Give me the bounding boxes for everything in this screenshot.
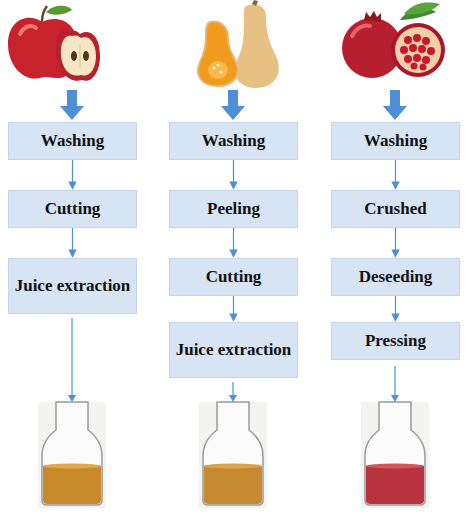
process-box: Crushed — [331, 190, 460, 228]
process-box: Washing — [331, 122, 460, 160]
juice-flask — [199, 402, 267, 508]
step-label: Crushed — [364, 198, 426, 219]
process-box: Washing — [169, 122, 298, 160]
juice-flask — [361, 402, 429, 508]
input-arrows — [60, 90, 407, 120]
output-arrowheads — [68, 395, 399, 402]
flow-arrow — [395, 228, 396, 257]
step-label: Cutting — [45, 198, 101, 219]
flow-arrow — [233, 228, 234, 257]
process-box: Pressing — [331, 322, 460, 360]
step-label: Juice extraction — [15, 275, 131, 296]
apple-illustration — [8, 6, 100, 81]
step-label: Washing — [364, 130, 427, 151]
flow-arrow — [72, 160, 73, 189]
step-label: Juice extraction — [176, 339, 292, 360]
flow-arrow — [72, 228, 73, 257]
process-box: Cutting — [8, 190, 137, 228]
process-box: Washing — [8, 122, 137, 160]
flow-arrow — [233, 296, 234, 321]
pomegranate-illustration — [342, 3, 445, 78]
process-box: Juice extraction — [169, 322, 298, 378]
flow-arrow — [233, 160, 234, 189]
step-label: Pressing — [365, 330, 426, 351]
flow-arrow — [395, 160, 396, 189]
process-box: Juice extraction — [8, 258, 137, 314]
flow-arrow — [395, 296, 396, 321]
step-label: Cutting — [206, 266, 262, 287]
step-label: Peeling — [207, 198, 260, 219]
process-box: Cutting — [169, 258, 298, 296]
juice-flask — [38, 402, 106, 508]
step-label: Washing — [41, 130, 104, 151]
process-box: Peeling — [169, 190, 298, 228]
squash-illustration — [198, 0, 279, 88]
process-box: Deseeding — [331, 258, 460, 296]
step-label: Deseeding — [359, 266, 433, 287]
step-label: Washing — [202, 130, 265, 151]
